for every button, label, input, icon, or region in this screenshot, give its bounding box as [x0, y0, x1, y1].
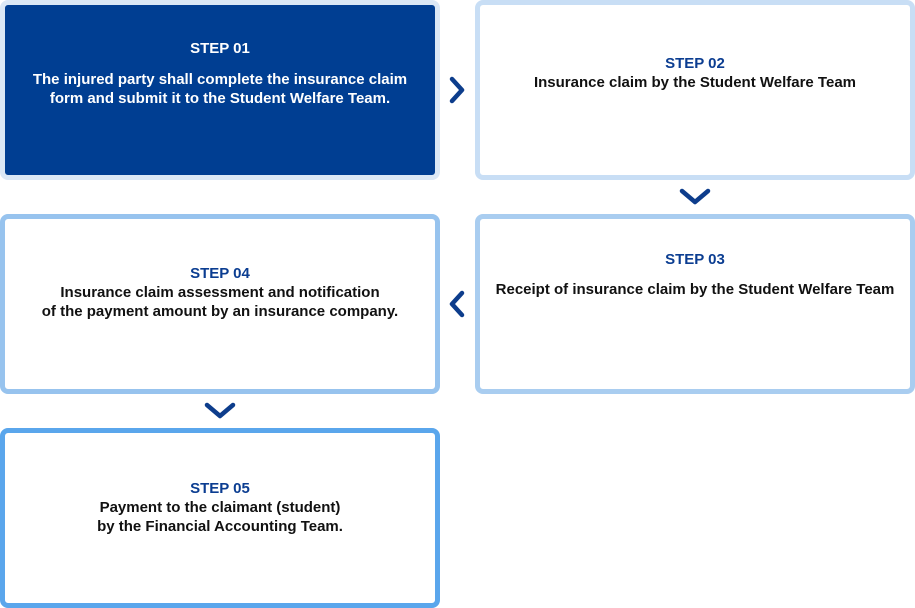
chevron-down-icon [679, 188, 711, 206]
step-02-card: STEP 02 Insurance claim by the Student W… [475, 0, 915, 180]
chevron-left-icon [449, 290, 465, 318]
step-01-card: STEP 01 The injured party shall complete… [0, 0, 440, 180]
step-description: The injured party shall complete the ins… [32, 71, 408, 107]
step-description: Insurance claim by the Student Welfare T… [533, 74, 857, 91]
step-description: Insurance claim assessment and notificat… [41, 284, 399, 320]
step-label: STEP 05 [190, 480, 250, 497]
chevron-down-icon [204, 402, 236, 420]
chevron-right-icon [449, 76, 465, 104]
step-05-card: STEP 05 Payment to the claimant (student… [0, 428, 440, 608]
step-label: STEP 01 [190, 40, 250, 57]
step-04-card: STEP 04 Insurance claim assessment and n… [0, 214, 440, 394]
step-description: Payment to the claimant (student) by the… [97, 499, 343, 535]
step-03-card: STEP 03 Receipt of insurance claim by th… [475, 214, 915, 394]
step-label: STEP 04 [190, 265, 250, 282]
step-description: Receipt of insurance claim by the Studen… [495, 281, 895, 298]
step-label: STEP 03 [665, 251, 725, 268]
step-label: STEP 02 [665, 55, 725, 72]
